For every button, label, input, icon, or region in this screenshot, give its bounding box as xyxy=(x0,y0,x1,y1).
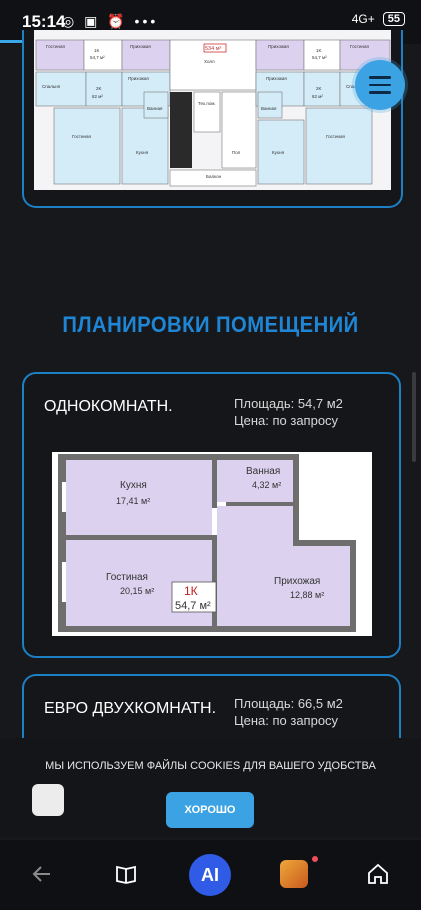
room-label: Прихожая xyxy=(268,44,289,49)
room-bathroom-label: Ванная xyxy=(246,466,280,477)
status-time: 15:14 xyxy=(22,12,66,31)
browser-nav-bar: AI xyxy=(0,840,421,910)
floor-plan-highlight: 534 м² xyxy=(205,46,221,52)
plan-card-one-room[interactable]: ОДНОКОМНАТН. Площадь: 54,7 м2 Цена: по з… xyxy=(22,372,401,658)
home-button[interactable] xyxy=(358,854,398,894)
plan-drawing[interactable]: Кухня 17,41 м² Ванная 4,32 м² Гостиная 2… xyxy=(52,452,372,636)
cookie-checkbox[interactable] xyxy=(32,784,64,816)
room-hall-area: 12,88 м² xyxy=(290,590,324,600)
status-right: 4G+ 55 xyxy=(352,12,405,26)
ai-button[interactable]: AI xyxy=(189,854,231,896)
reader-button[interactable] xyxy=(106,854,146,894)
room-hall-label: Прихожая xyxy=(274,576,320,587)
back-button[interactable] xyxy=(22,854,62,894)
apartment-type-badge: 1К xyxy=(184,584,198,598)
room-label: Балкон xyxy=(206,174,222,179)
room-label: 2K xyxy=(316,86,322,91)
plan-name: ОДНОКОМНАТН. xyxy=(44,398,173,415)
notification-icons: ◎ ▣ ⏰ ••• xyxy=(62,13,159,29)
cookie-banner: МЫ ИСПОЛЬЗУЕМ ФАЙЛЫ COOKIES ДЛЯ ВАШЕГО У… xyxy=(0,738,421,838)
room-label: 1K xyxy=(94,48,100,53)
cookie-text: МЫ ИСПОЛЬЗУЕМ ФАЙЛЫ COOKIES ДЛЯ ВАШЕГО У… xyxy=(45,760,376,772)
room-label: 54,7 м² xyxy=(312,55,327,60)
plan-name: ЕВРО ДВУХКОМНАТН. xyxy=(44,700,217,717)
apartment-area-badge: 54,7 м² xyxy=(175,600,211,612)
room-label: Ванная xyxy=(147,106,163,111)
room-label: Ванная xyxy=(261,106,277,111)
room-label: Прихожая xyxy=(266,76,287,81)
plan-price: Цена: по запросу xyxy=(234,413,339,428)
book-icon xyxy=(116,865,136,884)
room-label: 82 м² xyxy=(312,94,323,99)
hamburger-icon xyxy=(369,83,391,87)
network-indicator: 4G+ xyxy=(351,12,375,26)
room-label: Гостиная xyxy=(46,44,65,49)
room-label: Прихожая xyxy=(128,76,149,81)
room-label: Кухня xyxy=(136,150,149,155)
room-living-area: 20,15 м² xyxy=(120,586,154,596)
games-icon[interactable] xyxy=(280,860,308,888)
room-label: Тех.пом. xyxy=(198,101,216,106)
battery-icon: 55 xyxy=(382,12,405,26)
notification-dot xyxy=(312,856,318,862)
room-label: Холл xyxy=(204,59,215,64)
floor-plan-image: Гостиная 1K 54,7 м² Прихожая Холл Прихож… xyxy=(34,30,391,190)
hamburger-icon xyxy=(369,91,391,94)
floor-plan-card[interactable]: Гостиная 1K 54,7 м² Прихожая Холл Прихож… xyxy=(22,30,403,208)
plan-area: Площадь: 66,5 м2 xyxy=(234,696,343,711)
room-label: Прихожая xyxy=(130,44,151,49)
home-icon xyxy=(368,863,388,884)
cookie-accept-button[interactable]: ХОРОШО xyxy=(166,792,254,828)
scrollbar[interactable] xyxy=(412,372,416,462)
room-label: 2K xyxy=(96,86,102,91)
room-label: Кухня xyxy=(272,150,285,155)
room-label: 54,7 м² xyxy=(90,55,105,60)
room-kitchen-label: Кухня xyxy=(120,480,147,491)
room-bathroom-area: 4,32 м² xyxy=(252,480,281,490)
room-label: Гостиная xyxy=(350,44,369,49)
section-title: ПЛАНИРОВКИ ПОМЕЩЕНИЙ xyxy=(62,312,359,337)
menu-button[interactable] xyxy=(355,60,405,110)
room-label: Спальня xyxy=(42,84,61,89)
room-label: 82 м² xyxy=(92,94,103,99)
room-label: Пол xyxy=(232,150,241,155)
room-label: 1K xyxy=(316,48,322,53)
room-label: Гостиная xyxy=(72,134,91,139)
room-living-label: Гостиная xyxy=(106,572,148,583)
arrow-left-icon xyxy=(32,866,50,882)
plan-area: Площадь: 54,7 м2 xyxy=(234,396,343,411)
plan-price: Цена: по запросу xyxy=(234,713,339,728)
room-label: Гостиная xyxy=(326,134,345,139)
room-kitchen-area: 17,41 м² xyxy=(116,496,150,506)
hamburger-icon xyxy=(369,76,391,79)
